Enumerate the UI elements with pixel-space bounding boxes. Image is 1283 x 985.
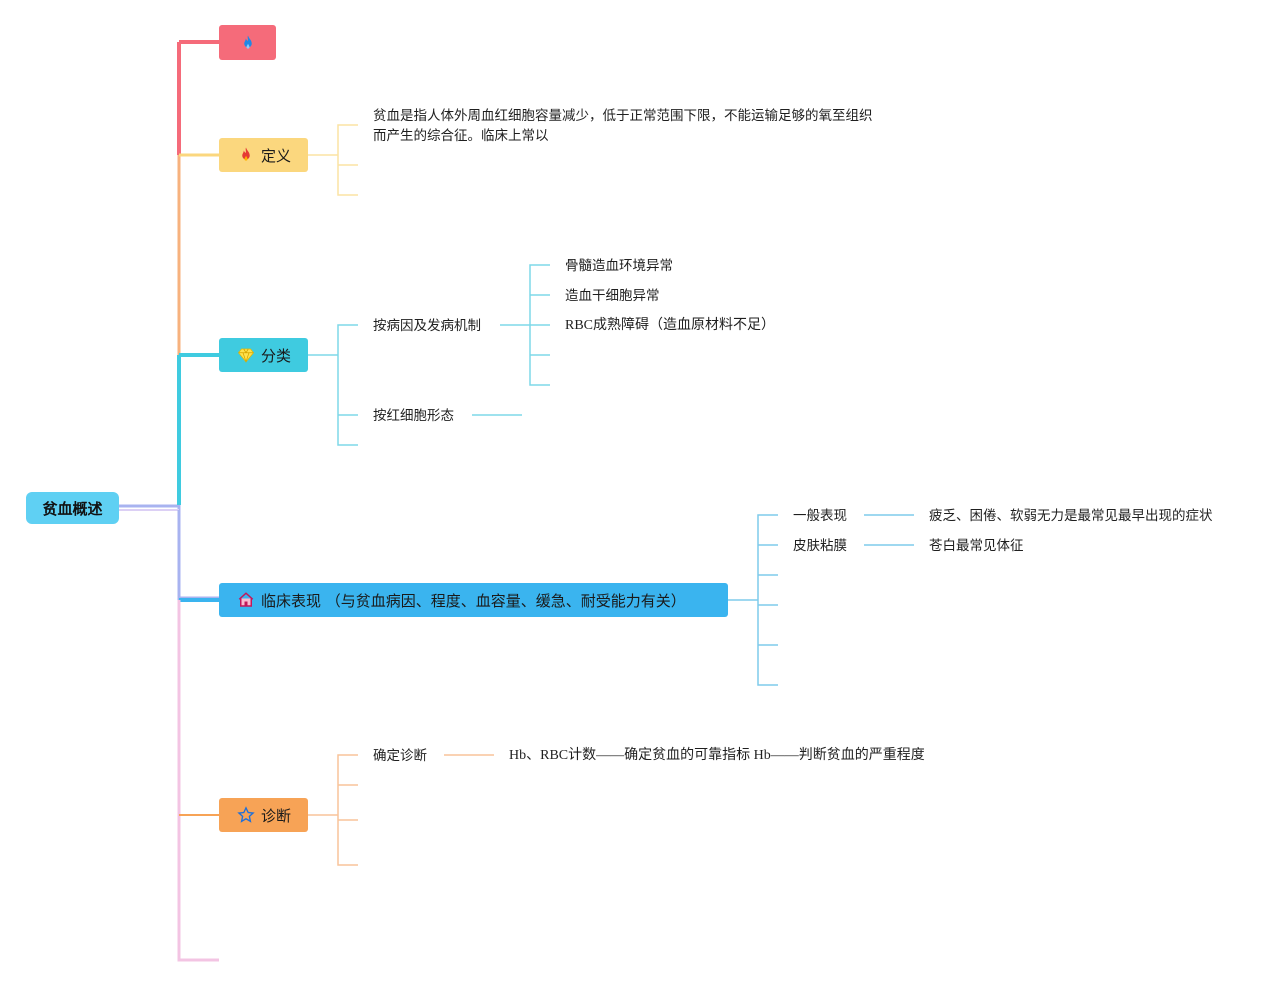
clinical-detail-skin[interactable]: 苍白最常见体征 [929, 538, 1024, 554]
definition-label: 定义 [261, 146, 292, 165]
classification-label: 分类 [261, 346, 292, 365]
flame-icon [239, 34, 257, 52]
classification-item-etiology[interactable]: 按病因及发病机制 [373, 318, 481, 334]
diagnosis-brackets [308, 754, 494, 866]
house-icon [237, 591, 255, 609]
clinical-item-skin[interactable]: 皮肤粘膜 [793, 538, 847, 554]
star-icon [237, 806, 255, 824]
root-node[interactable]: 贫血概述 [26, 492, 119, 524]
diagnosis-item-confirm[interactable]: 确定诊断 [373, 748, 427, 764]
trunk-bottom [177, 600, 219, 962]
definition-brackets [308, 124, 358, 196]
branch-definition-node[interactable]: 定义 [219, 138, 308, 172]
definition-text: 贫血是指人体外周血红细胞容量减少，低于正常范围下限，不能运输足够的氧至组织而产生… [373, 108, 873, 144]
clinical-brackets [728, 514, 914, 686]
diagnosis-detail-confirm[interactable]: Hb、RBC计数——确定贫血的可靠指标 Hb——判断贫血的严重程度 [509, 748, 925, 763]
classification-item-morphology[interactable]: 按红细胞形态 [373, 408, 454, 424]
flame-icon [237, 146, 255, 164]
etiology-child-1[interactable]: 骨髓造血环境异常 [565, 258, 673, 274]
etiology-child-3[interactable]: RBC成熟障碍（造血原材料不足） [565, 318, 776, 333]
connector-root-clinical [119, 504, 220, 600]
branch-diagnosis-node[interactable]: 诊断 [219, 798, 308, 832]
etiology-child-2[interactable]: 造血干细胞异常 [565, 288, 660, 304]
clinical-label: 临床表现 （与贫血病因、程度、血容量、缓急、耐受能力有关） [261, 591, 686, 610]
diagnosis-label: 诊断 [261, 806, 292, 825]
branch-top-node[interactable] [219, 25, 276, 60]
branch-clinical-node[interactable]: 临床表现 （与贫血病因、程度、血容量、缓急、耐受能力有关） [219, 583, 728, 617]
branch-classification-node[interactable]: 分类 [219, 338, 308, 372]
clinical-item-general[interactable]: 一般表现 [793, 508, 847, 524]
root-label: 贫血概述 [42, 499, 103, 518]
classification-brackets [308, 264, 550, 446]
diamond-icon [237, 346, 255, 364]
clinical-detail-general[interactable]: 疲乏、困倦、软弱无力是最常见最早出现的症状 [929, 508, 1213, 524]
